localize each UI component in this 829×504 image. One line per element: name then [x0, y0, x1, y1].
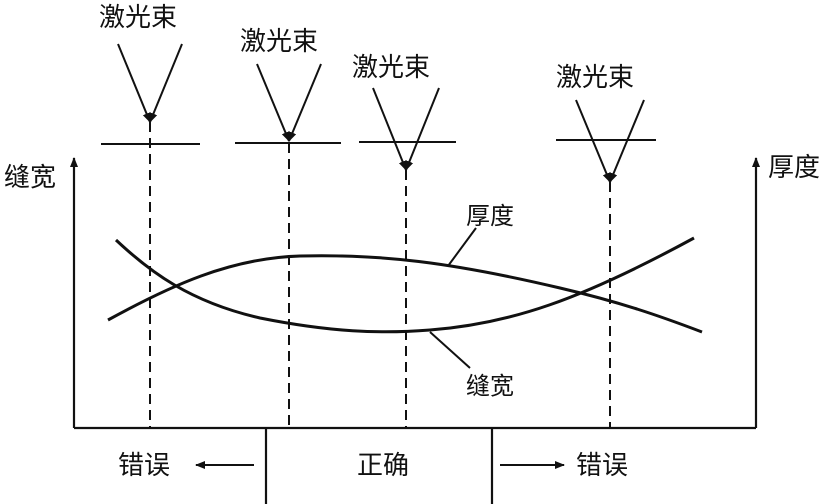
beam-2-left-ray	[256, 63, 290, 142]
laser-beam-3	[359, 87, 456, 428]
beam-2-right-ray	[288, 63, 322, 142]
zone-center-label: 正确	[357, 451, 409, 481]
gap-width-leader-line	[429, 331, 471, 369]
beam-1-label: 激光束	[99, 3, 177, 33]
beam-2-label: 激光束	[240, 27, 318, 57]
laser-beam-2	[235, 63, 341, 428]
beam-4-label: 激光束	[556, 63, 634, 93]
right-axis-label: 厚度	[768, 153, 820, 183]
beam-1-right-ray	[149, 43, 183, 123]
axes	[70, 157, 760, 504]
thickness-curve-label: 厚度	[466, 202, 514, 230]
beam-3-right-ray	[405, 87, 440, 171]
left-axis-label: 缝宽	[4, 163, 56, 193]
beam-1-left-ray	[117, 43, 151, 123]
laser-beam-1	[101, 43, 200, 428]
laser-beam-4	[556, 99, 656, 428]
beam-4-right-ray	[609, 99, 645, 183]
zone-left-label: 错误	[118, 451, 170, 481]
zone-right-label: 错误	[576, 451, 628, 481]
thickness-leader-line	[447, 227, 477, 267]
gap-width-curve-label: 缝宽	[466, 372, 514, 400]
thickness-curve	[107, 254, 703, 334]
gap-width-curve	[114, 236, 695, 334]
beam-4-left-ray	[575, 99, 611, 183]
curves	[107, 227, 703, 369]
beam-3-label: 激光束	[352, 53, 430, 83]
beam-3-left-ray	[372, 87, 407, 171]
